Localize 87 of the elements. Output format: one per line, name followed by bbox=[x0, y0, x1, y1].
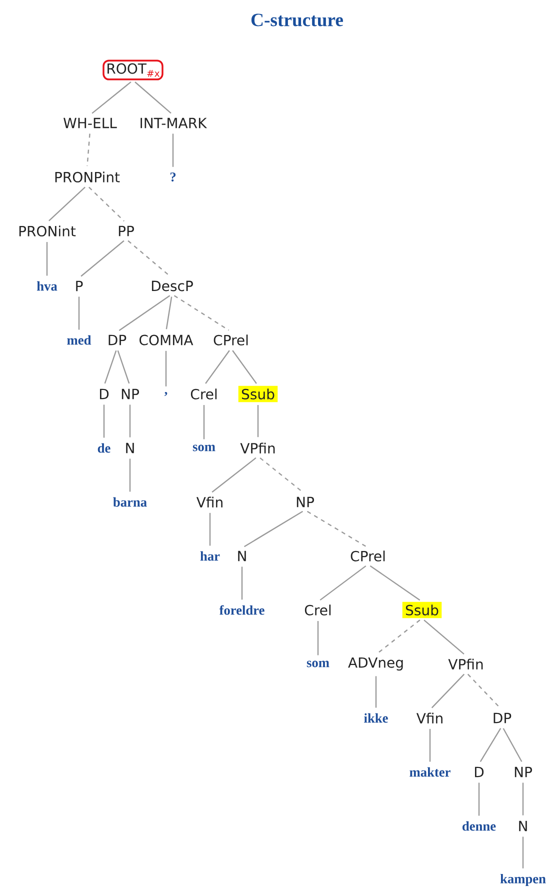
word-label: , bbox=[164, 392, 168, 396]
word-label: som bbox=[306, 660, 330, 668]
tree-branch bbox=[165, 350, 167, 386]
tree-branch bbox=[317, 621, 319, 656]
category-label: NP bbox=[296, 496, 314, 508]
category-label: WH-ELL bbox=[64, 118, 117, 128]
tree-branch bbox=[104, 350, 117, 384]
category-label: N bbox=[126, 442, 134, 454]
category-label: PP bbox=[118, 226, 134, 236]
tree-branch bbox=[205, 350, 230, 384]
tree-branch bbox=[92, 81, 132, 114]
tree-branch bbox=[424, 620, 464, 654]
tree-branch bbox=[172, 134, 174, 167]
category-label: Crel bbox=[190, 388, 217, 400]
tree-branch bbox=[174, 295, 230, 331]
tree-branch bbox=[306, 510, 366, 547]
tree-branch bbox=[502, 728, 522, 762]
word-label: de bbox=[98, 443, 110, 453]
tree-branch bbox=[46, 242, 48, 276]
category-label: Vfin bbox=[416, 712, 442, 724]
category-label: VPfin bbox=[448, 658, 483, 670]
word-label: kampen bbox=[500, 874, 546, 886]
tree-branch bbox=[129, 458, 131, 492]
tree-branch bbox=[86, 134, 90, 166]
tree-branch bbox=[128, 240, 170, 277]
category-label: DP bbox=[494, 712, 512, 724]
tree-branch bbox=[480, 728, 502, 762]
tree-branch bbox=[48, 186, 86, 222]
word-label: foreldre bbox=[219, 605, 264, 615]
tree-branch bbox=[375, 676, 377, 708]
tree-branch bbox=[88, 186, 124, 222]
tree-branch bbox=[166, 296, 172, 330]
tree-branch bbox=[260, 457, 304, 493]
tree-branch bbox=[370, 565, 420, 601]
tree-branch bbox=[103, 404, 105, 438]
category-label: Vfin bbox=[196, 496, 222, 508]
word-label: med bbox=[67, 335, 92, 345]
category-label: N bbox=[238, 550, 246, 562]
tree-branch bbox=[431, 674, 465, 708]
tree-branch bbox=[257, 405, 259, 438]
tree-branch bbox=[478, 782, 480, 816]
tree-branch bbox=[134, 82, 172, 114]
category-label: COMMA bbox=[140, 334, 194, 346]
word-label: barna bbox=[113, 497, 147, 507]
tree-branch bbox=[212, 457, 256, 493]
tree-branch bbox=[118, 295, 170, 331]
highlighted-label: Ssub bbox=[238, 386, 278, 402]
tree-branch bbox=[203, 405, 205, 440]
word-label: har bbox=[200, 551, 220, 561]
category-label: PRONPint bbox=[55, 172, 120, 182]
category-label: VPfin bbox=[240, 442, 275, 454]
category-label: D bbox=[475, 766, 484, 778]
category-label: NP bbox=[514, 766, 532, 778]
category-label: Crel bbox=[304, 604, 331, 616]
tree-branch bbox=[522, 782, 524, 816]
tree-branch bbox=[467, 674, 501, 708]
tree-branch bbox=[117, 350, 130, 384]
word-label: ? bbox=[170, 172, 176, 182]
tree-branch bbox=[78, 296, 80, 330]
category-label: P bbox=[76, 280, 83, 292]
word-label: denne bbox=[462, 821, 496, 831]
category-label: D bbox=[100, 388, 109, 400]
tree-branch bbox=[378, 620, 420, 654]
tree-branch bbox=[209, 512, 211, 546]
tree-branch bbox=[244, 510, 304, 548]
word-label: som bbox=[192, 444, 216, 452]
word-label: hva bbox=[36, 281, 58, 291]
word-label: makter bbox=[410, 767, 450, 777]
category-label: DescP bbox=[152, 280, 193, 292]
tree-branch bbox=[129, 404, 131, 438]
title: C-structure bbox=[251, 14, 343, 26]
category-label: PRONint bbox=[19, 226, 76, 236]
category-label: N bbox=[519, 820, 527, 832]
tree-branch bbox=[522, 836, 524, 868]
category-label: NP bbox=[122, 388, 139, 400]
category-label: ADVneg bbox=[348, 657, 403, 671]
tree-branch bbox=[320, 565, 366, 601]
tree-branch bbox=[429, 728, 431, 762]
category-label: DP bbox=[108, 334, 126, 346]
highlighted-label: Ssub bbox=[402, 602, 442, 618]
category-label: CPrel bbox=[350, 550, 385, 562]
category-label: CPrel bbox=[214, 334, 248, 346]
tree-branch bbox=[80, 240, 124, 277]
tree-branch bbox=[241, 566, 243, 600]
tree-branch bbox=[232, 350, 257, 384]
category-label: INT-MARK bbox=[140, 118, 208, 128]
word-label: ikke bbox=[364, 713, 388, 723]
